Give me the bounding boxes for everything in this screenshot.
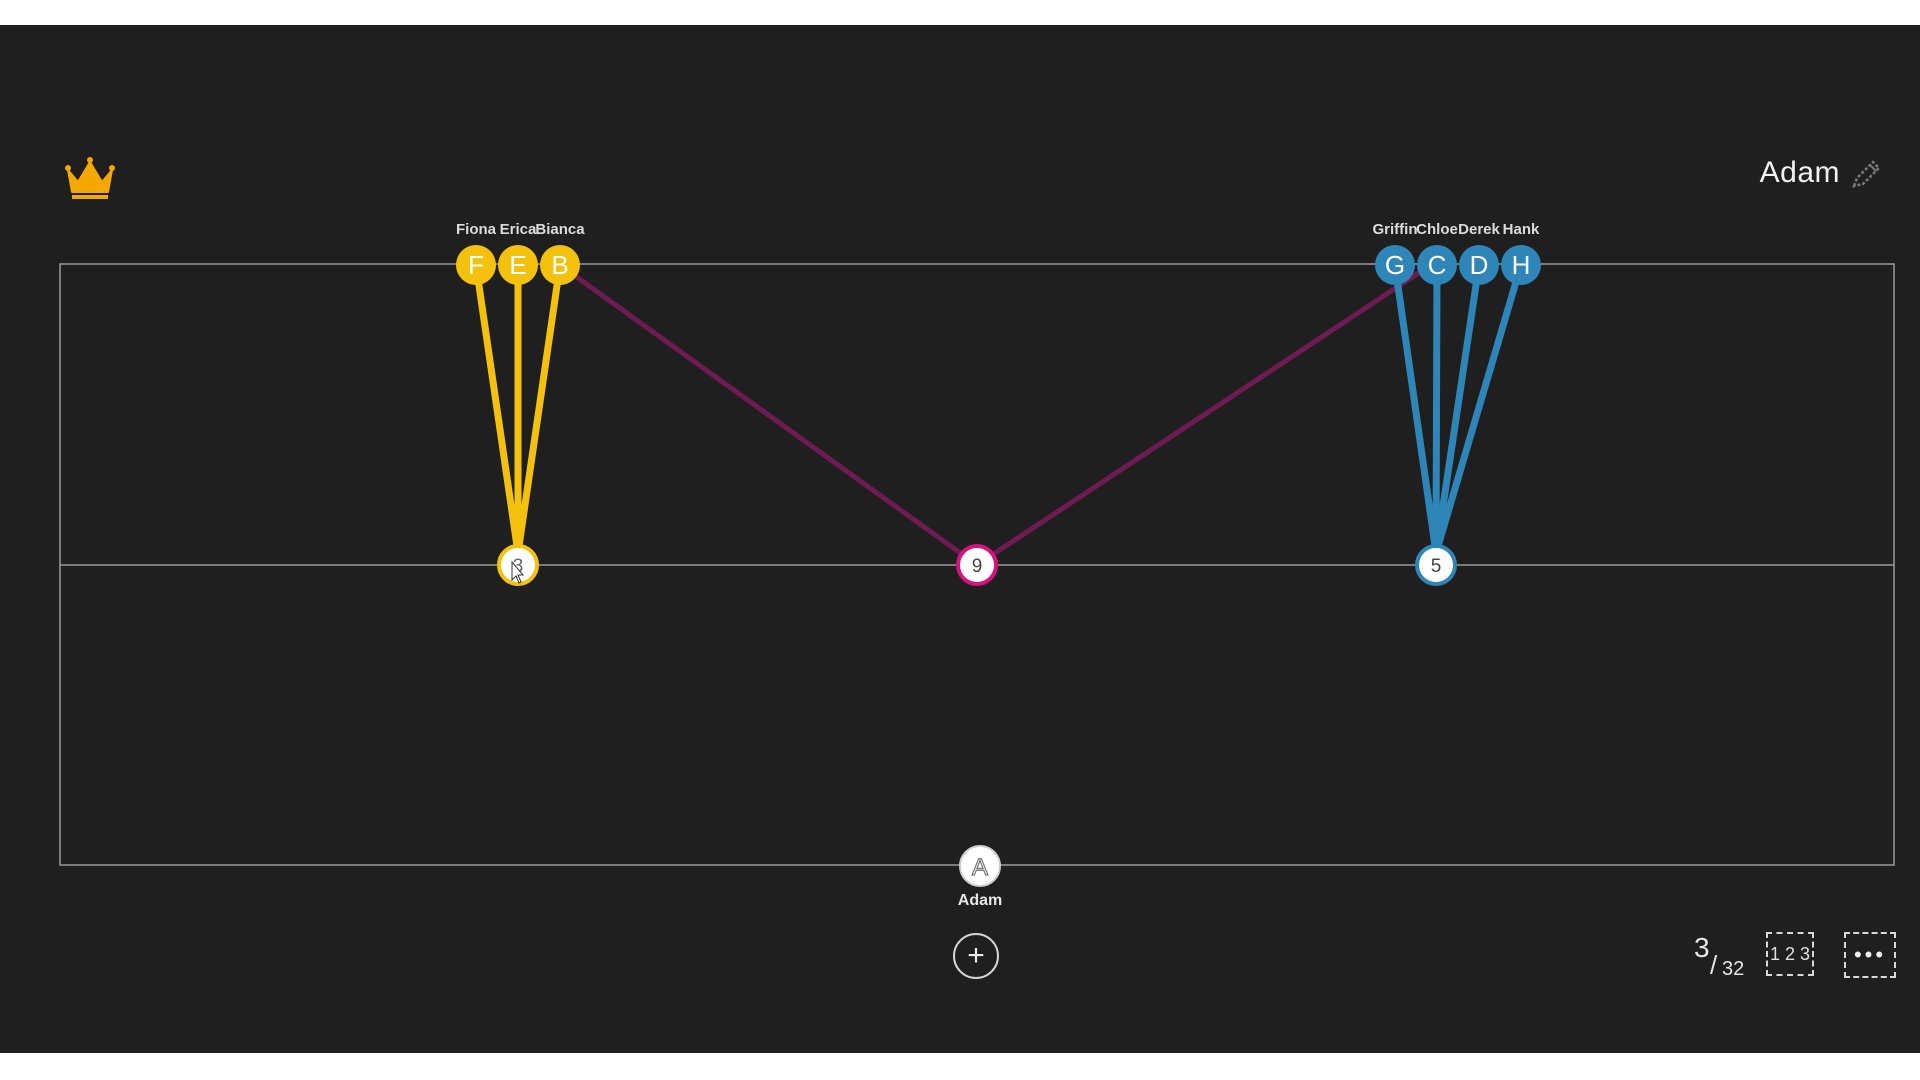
top-node-fiona[interactable]: F [456, 245, 496, 285]
add-button[interactable]: + [953, 933, 999, 979]
node-name-griffin: Griffin [1372, 221, 1418, 238]
top-node-circle [1459, 245, 1499, 285]
pencil-icon[interactable] [1848, 156, 1884, 192]
top-node-letter: F [468, 250, 484, 280]
top-node-letter: E [509, 250, 526, 280]
node-name-derek: Derek [1458, 221, 1500, 238]
middle-node-value: 5 [1431, 556, 1442, 577]
bottom-player-name: Adam [957, 892, 1003, 909]
top-node-circle [540, 245, 580, 285]
node-name-erica: Erica [499, 221, 537, 238]
top-node-circle [1501, 245, 1541, 285]
top-node-chloe[interactable]: C [1417, 245, 1457, 285]
node-name-chloe: Chloe [1416, 221, 1458, 238]
top-node-griffin[interactable]: G [1375, 245, 1415, 285]
connection-lines [558, 262, 1422, 568]
team-link-line [472, 261, 522, 557]
top-node-derek[interactable]: D [1459, 245, 1499, 285]
top-node-erica[interactable]: E [498, 245, 538, 285]
game-board-area [0, 25, 1920, 1053]
player-name: Adam [1759, 156, 1840, 189]
team-link-line [1391, 261, 1440, 557]
center-link-line [558, 262, 979, 568]
middle-node-yellow[interactable]: 3 [497, 544, 539, 586]
top-node-circle [498, 245, 538, 285]
top-node-letter: D [1470, 250, 1489, 280]
top-node-bianca[interactable]: B [540, 245, 580, 285]
team-link-line [514, 261, 564, 557]
numbers-toggle-button[interactable]: 1 2 3 [1766, 932, 1814, 976]
bottom-player-node[interactable]: A [959, 845, 1001, 887]
team-link-line [1432, 261, 1525, 557]
cursor-icon [511, 560, 525, 584]
top-node-letter: C [1428, 250, 1447, 280]
middle-node-blue[interactable]: 5 [1415, 544, 1457, 586]
node-name-hank: Hank [1502, 221, 1540, 238]
top-node-circle [456, 245, 496, 285]
connection-lines-top [472, 261, 1525, 557]
move-counter: 3 / 32 [1694, 932, 1754, 982]
top-node-letter: H [1512, 250, 1531, 280]
top-node-circle [1375, 245, 1415, 285]
middle-node-value: 3 [513, 556, 524, 577]
middle-node-value: 9 [972, 556, 983, 577]
top-node-letter: G [1385, 250, 1405, 280]
node-name-fiona: Fiona [456, 221, 496, 238]
top-node-hank[interactable]: H [1501, 245, 1541, 285]
center-link-line [975, 269, 1422, 568]
counter-slash: / [1710, 950, 1718, 980]
counter-total: 32 [1722, 958, 1745, 980]
bottom-player-letter: A [972, 854, 988, 881]
node-name-bianca: Bianca [535, 221, 585, 238]
counter-value: 3 [1694, 932, 1710, 963]
more-options-button[interactable]: ••• [1844, 932, 1896, 978]
top-node-letter: B [551, 250, 568, 280]
team-link-line [1432, 261, 1483, 557]
top-node-circle [1417, 245, 1457, 285]
team-link-line [1432, 261, 1441, 557]
crown-icon [65, 157, 115, 199]
middle-node-center[interactable]: 9 [956, 544, 998, 586]
